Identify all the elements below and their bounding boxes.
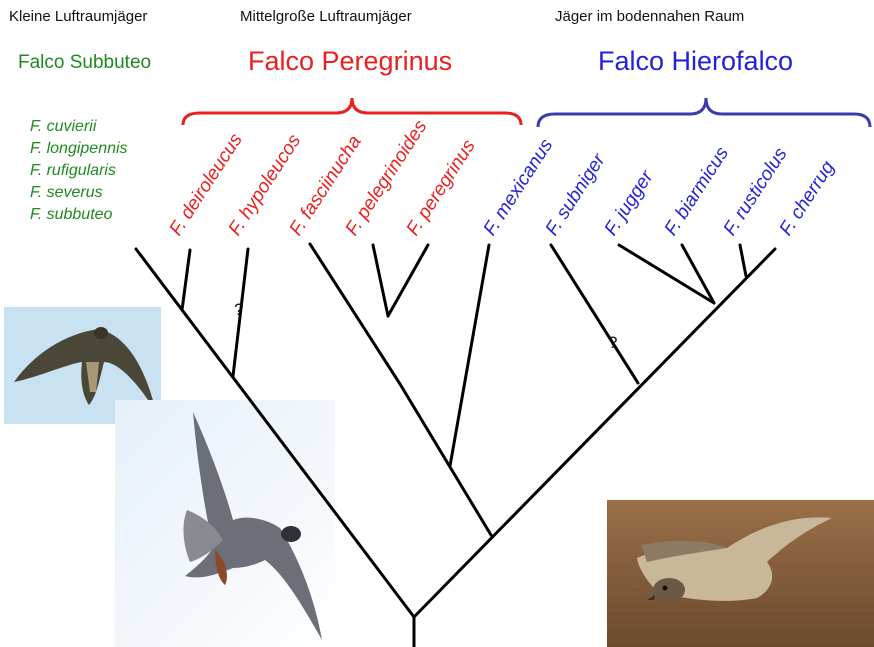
peregrinus-bracket: [183, 98, 521, 125]
tree-branch-subniger: [551, 245, 638, 383]
tree-branch-mexicanus: [450, 245, 489, 466]
tree-branch-pelegrinoides: [373, 245, 388, 316]
uncertain-mark: ?: [234, 300, 243, 320]
tree-branch-jugger: [619, 245, 714, 303]
tree-branch-left-clade: [136, 249, 414, 617]
tree-branch-rusticolus: [740, 245, 746, 276]
tree-branch-deiroleucus: [182, 250, 190, 310]
tree-internal-branch: [400, 384, 491, 535]
uncertain-mark: ?: [608, 333, 617, 353]
tree-branch-peregrinus: [388, 245, 428, 316]
tree-branch-right-clade: [414, 249, 775, 617]
hierofalco-bracket: [538, 98, 870, 127]
